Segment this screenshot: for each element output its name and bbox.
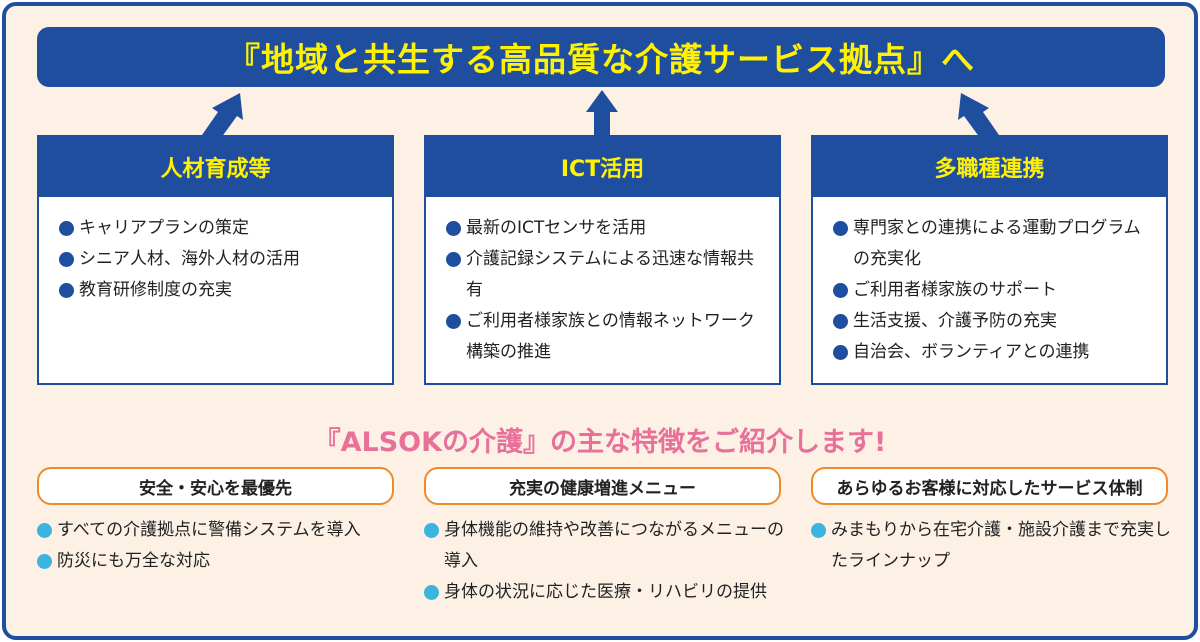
pillar-heading: ICT活用 xyxy=(426,137,779,197)
feature-list-safety: すべての介護拠点に警備システムを導入 防災にも万全な対応 xyxy=(37,515,402,577)
list-item: 教育研修制度の充実 xyxy=(59,275,378,306)
pillar-ict: ICT活用 最新のICTセンサを活用 介護記録システムによる迅速な情報共有 ご利… xyxy=(424,135,781,385)
list-item: キャリアプランの策定 xyxy=(59,213,378,244)
list-item: 自治会、ボランティアとの連携 xyxy=(833,337,1152,368)
list-item: すべての介護拠点に警備システムを導入 xyxy=(37,515,402,546)
main-goal-banner: 『地域と共生する高品質な介護サービス拠点』へ xyxy=(37,27,1165,87)
feature-heading: あらゆるお客様に対応したサービス体制 xyxy=(811,467,1168,505)
pillar-heading: 人材育成等 xyxy=(39,137,392,197)
list-item: 防災にも万全な対応 xyxy=(37,546,402,577)
feature-list-service: みまもりから在宅介護・施設介護まで充実したラインナップ xyxy=(811,515,1176,577)
pillar-multidisciplinary: 多職種連携 専門家との連携による運動プログラムの充実化 ご利用者様家族のサポート… xyxy=(811,135,1168,385)
arrow-up-right-icon xyxy=(958,93,999,138)
features-subtitle: 『ALSOKの介護』の主な特徴をご紹介します! xyxy=(313,427,887,458)
list-item: 最新のICTセンサを活用 xyxy=(446,213,765,244)
list-item: 専門家との連携による運動プログラムの充実化 xyxy=(833,213,1152,275)
list-item: 身体機能の維持や改善につながるメニューの導入 xyxy=(424,515,789,577)
list-item: シニア人材、海外人材の活用 xyxy=(59,244,378,275)
pillar-heading: 多職種連携 xyxy=(813,137,1166,197)
list-item: 身体の状況に応じた医療・リハビリの提供 xyxy=(424,577,789,608)
pillar-hr-development: 人材育成等 キャリアプランの策定 シニア人材、海外人材の活用 教育研修制度の充実 xyxy=(37,135,394,385)
feature-list-health: 身体機能の維持や改善につながるメニューの導入 身体の状況に応じた医療・リハビリの… xyxy=(424,515,789,608)
arrow-up-icon xyxy=(586,90,618,135)
list-item: 介護記録システムによる迅速な情報共有 xyxy=(446,244,765,306)
list-item: ご利用者様家族のサポート xyxy=(833,275,1152,306)
list-item: みまもりから在宅介護・施設介護まで充実したラインナップ xyxy=(811,515,1176,577)
feature-heading: 安全・安心を最優先 xyxy=(37,467,394,505)
list-item: 生活支援、介護予防の充実 xyxy=(833,306,1152,337)
arrow-up-left-icon xyxy=(202,93,243,138)
feature-heading: 充実の健康増進メニュー xyxy=(424,467,781,505)
list-item: ご利用者様家族との情報ネットワーク構築の推進 xyxy=(446,306,765,368)
